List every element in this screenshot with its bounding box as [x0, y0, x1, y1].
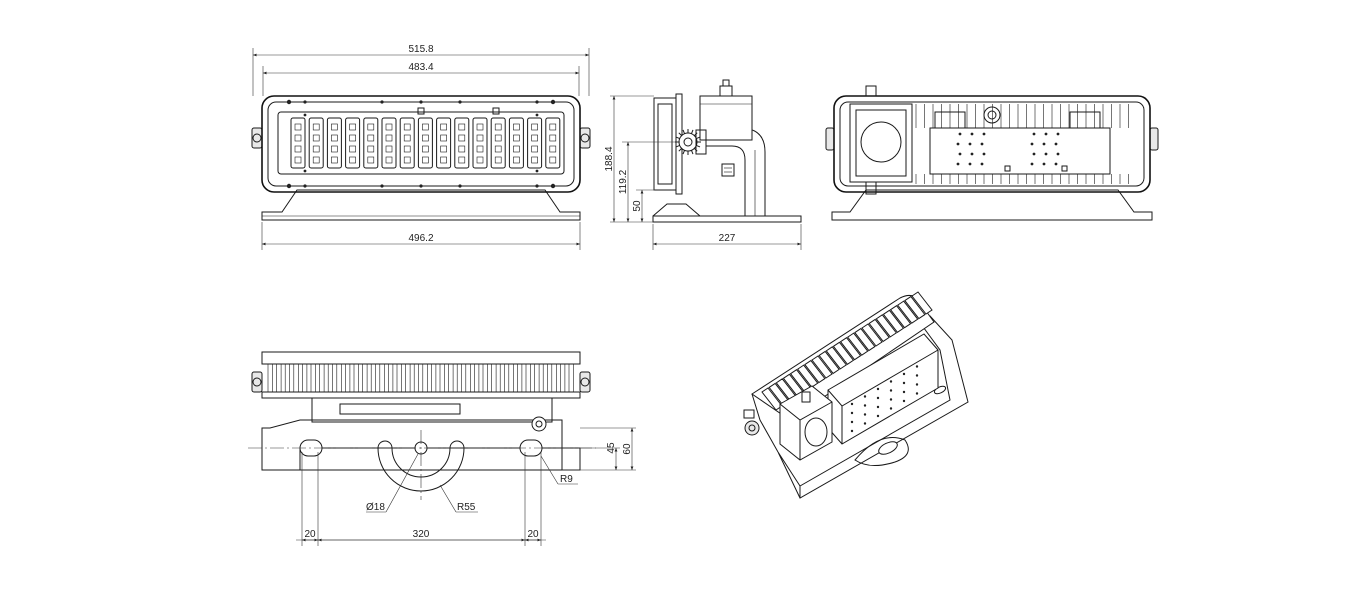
dim-hole-diameter: Ø18: [366, 502, 385, 513]
dim-left-slot: 20: [304, 529, 316, 540]
led-module: [345, 117, 361, 169]
dim-bracket-height: 60: [622, 443, 633, 455]
dim-side-height: 188.4: [604, 146, 615, 171]
led-module: [508, 117, 524, 169]
bottom-view: [248, 351, 596, 500]
led-module: [290, 117, 306, 169]
dim-base-width: 496.2: [408, 233, 433, 244]
dim-base-height: 50: [632, 200, 643, 212]
dim-inner-width: 483.4: [408, 62, 433, 73]
led-module: [399, 117, 415, 169]
dim-arc-radius: R55: [457, 502, 476, 513]
dim-pivot-height: 119.2: [618, 169, 629, 194]
dim-side-depth: 227: [719, 233, 736, 244]
dim-center-span: 320: [413, 529, 430, 540]
back-view: [825, 85, 1159, 221]
front-dimensions: 515.8 483.4 496.2: [252, 44, 590, 250]
led-module: [545, 117, 561, 169]
led-module: [381, 117, 397, 169]
led-module: [436, 117, 452, 169]
bottom-dimensions: 45 60 R9 Ø18 R55 20 320 20: [296, 427, 636, 546]
led-module: [308, 117, 324, 169]
led-module: [527, 117, 543, 169]
isometric-view: [743, 291, 969, 499]
led-module: [417, 117, 433, 169]
led-module: [363, 117, 379, 169]
dim-slot-radius: R9: [560, 474, 573, 485]
side-view: [652, 79, 802, 223]
led-module: [490, 117, 506, 169]
dim-right-slot: 20: [527, 529, 539, 540]
dim-slot-offset: 45: [606, 442, 617, 454]
side-dimensions: 188.4 119.2 50 227: [604, 95, 802, 250]
dim-overall-width: 515.8: [408, 44, 433, 55]
led-module: [454, 117, 470, 169]
led-module: [472, 117, 488, 169]
led-module: [326, 117, 342, 169]
front-view: [251, 95, 591, 221]
